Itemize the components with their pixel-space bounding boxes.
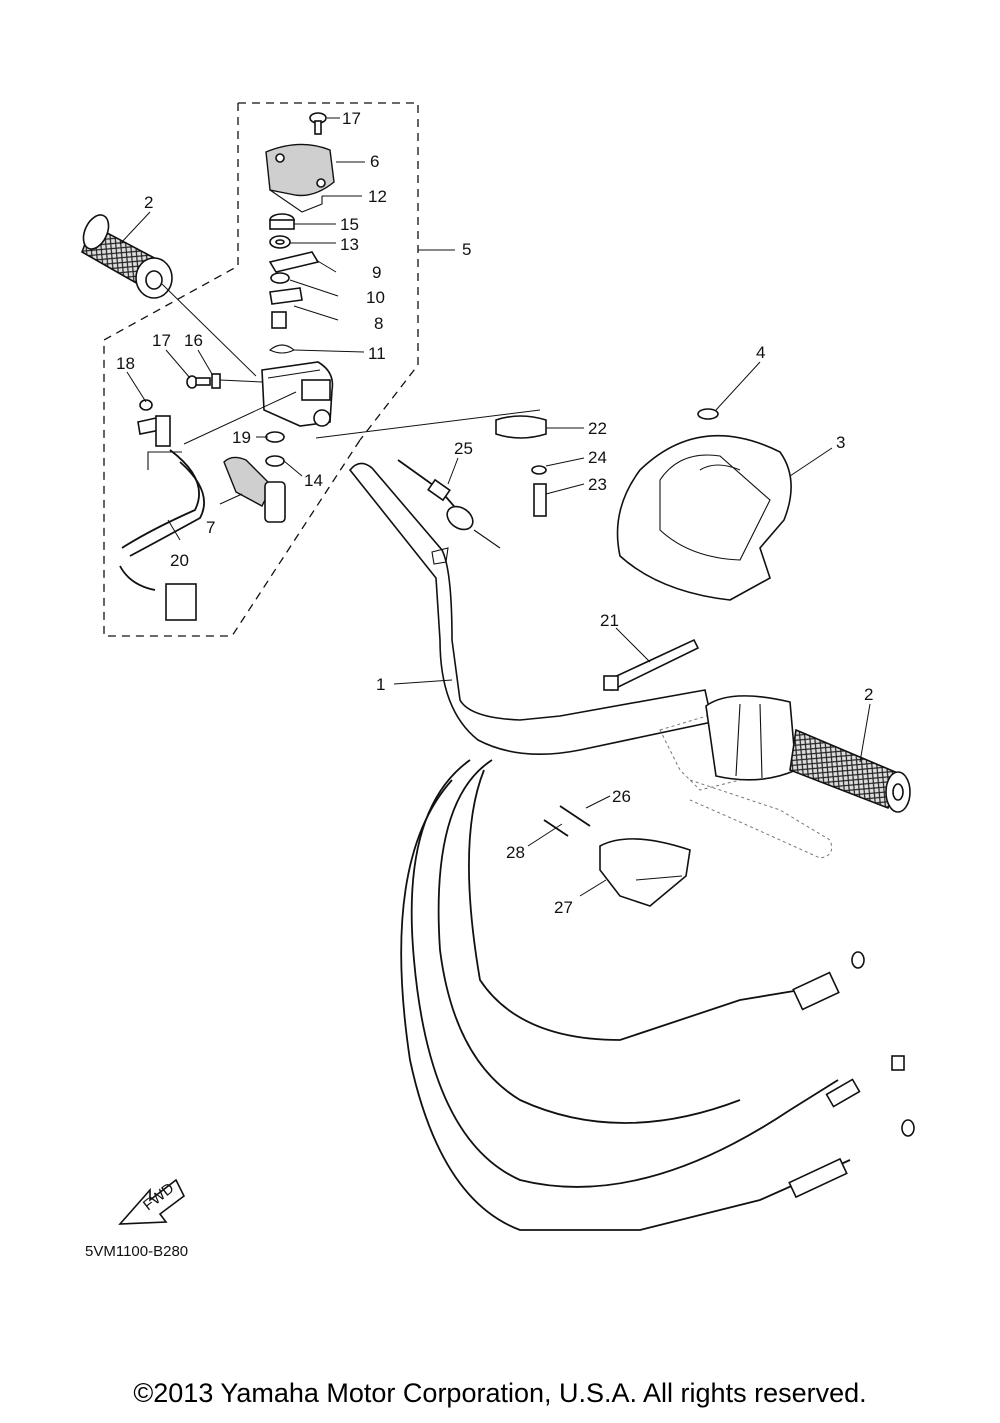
- callout-20: 20: [170, 551, 189, 570]
- throttle-assembly-boundary: [103, 102, 419, 637]
- throttle-lever: [223, 456, 286, 523]
- part-callouts: 17 6 12 15 13 9 10 8 11 5 2 17 16 18 19 …: [85, 109, 873, 1260]
- callout-26: 26: [612, 787, 631, 806]
- throttle-cable: [397, 459, 501, 549]
- throttle-housing: [261, 361, 334, 427]
- callout-12: 12: [368, 187, 387, 206]
- callout-27: 27: [554, 898, 573, 917]
- handlebar: [348, 462, 713, 756]
- callout-5: 5: [462, 240, 471, 259]
- callout-21: 21: [600, 611, 619, 630]
- clutch-switch: [543, 805, 691, 907]
- callout-leaders: [119, 117, 871, 897]
- callout-6: 6: [370, 152, 379, 171]
- callout-10: 10: [366, 288, 385, 307]
- fwd-arrow-icon: FWD: [118, 1178, 186, 1225]
- callout-22: 22: [588, 419, 607, 438]
- callout-1: 1: [376, 675, 385, 694]
- callout-7: 7: [206, 518, 215, 537]
- callout-24: 24: [588, 448, 607, 467]
- switch-harness: [119, 399, 205, 621]
- diagram-code: 5VM1100-B280: [85, 1243, 188, 1260]
- callout-4: 4: [756, 343, 765, 362]
- callout-19: 19: [232, 428, 251, 447]
- washer-stack: [268, 213, 320, 354]
- callout-16: 16: [184, 331, 203, 350]
- handlebar-cover: [616, 408, 792, 601]
- copyright-notice: ©2013 Yamaha Motor Corporation, U.S.A. A…: [133, 1378, 867, 1408]
- screw-17-top: [309, 112, 327, 135]
- callout-15: 15: [340, 215, 359, 234]
- callout-23: 23: [588, 475, 607, 494]
- callout-11: 11: [368, 344, 386, 363]
- callout-2-left: 2: [144, 193, 153, 212]
- right-grip: [789, 728, 911, 813]
- cable-tie: [603, 638, 700, 692]
- screw-and-bolt-16-17: [186, 373, 221, 389]
- left-grip: [81, 214, 173, 299]
- callout-28: 28: [506, 843, 525, 862]
- callout-3: 3: [836, 433, 845, 452]
- callout-17-top: 17: [342, 109, 361, 128]
- callout-25: 25: [454, 439, 473, 458]
- callout-17-left: 17: [152, 331, 171, 350]
- cable-clamp: [495, 415, 547, 517]
- callout-18: 18: [116, 354, 135, 373]
- callout-8: 8: [374, 314, 383, 333]
- callout-2-right: 2: [864, 685, 873, 704]
- washers-19-14: [265, 431, 285, 467]
- long-cables: [400, 759, 851, 1231]
- callout-9: 9: [372, 263, 381, 282]
- callout-13: 13: [340, 235, 359, 254]
- callout-14: 14: [304, 471, 323, 490]
- cable-ends: [788, 951, 915, 1199]
- throttle-cover: [265, 143, 335, 213]
